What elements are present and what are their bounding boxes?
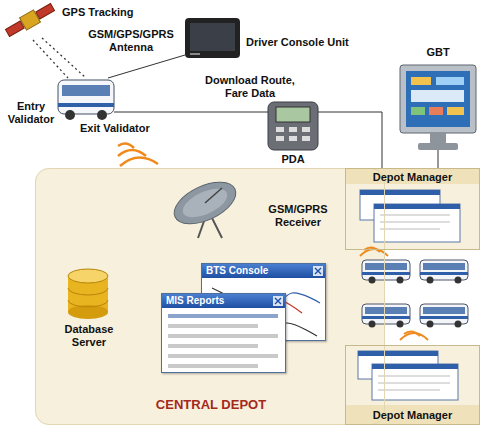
close-button (313, 266, 323, 276)
title-bar: MIS Reports (162, 294, 285, 308)
gbt-terminal-icon (400, 65, 476, 150)
depot-manager-box: Depot Manager (345, 168, 480, 250)
satellite-node: GPS Tracking (5, 2, 55, 40)
header-band (345, 168, 480, 184)
depot-manager-panel (345, 345, 480, 425)
depot-manager-panel (345, 168, 480, 250)
node-label: Driver Console Unit (246, 36, 349, 49)
connector (114, 112, 268, 113)
window-title: MIS Reports (166, 295, 224, 307)
fleet-buses (362, 260, 468, 328)
node-label: Database Server (54, 323, 124, 349)
bus-node: Entry ValidatorExit Validator (58, 78, 114, 120)
connector (33, 40, 68, 78)
signal-waves (360, 247, 428, 340)
antenna-label: GSM/GPS/GPRS Antenna (88, 28, 174, 54)
title-bar: BTS Console (202, 264, 325, 278)
database-node: Database Server (69, 269, 109, 319)
window-title: BTS Console (206, 265, 268, 277)
node-label: GPS Tracking (62, 6, 134, 19)
signal-line (42, 38, 86, 78)
signal-waves (118, 143, 158, 166)
close-button (273, 296, 283, 306)
node-label: Depot Manager (346, 409, 479, 422)
satellite-icon (4, 1, 56, 39)
console-node: Driver Console Unit (185, 18, 240, 58)
receiver-node: GSM/GPRS Receiver (171, 179, 251, 241)
database-icon (68, 269, 108, 319)
node-label: GBT (400, 46, 476, 59)
console-icon (185, 18, 240, 58)
app-window: MIS Reports (161, 293, 286, 373)
connector (318, 112, 382, 168)
node-label: Exit Validator (80, 122, 150, 135)
gbt-node: GBT (400, 65, 476, 150)
bus-icon (58, 80, 114, 120)
node-label: PDA (268, 153, 318, 166)
depot-manager-box: Depot Manager (345, 345, 480, 425)
depot-region (35, 168, 385, 425)
pda-icon (268, 102, 318, 150)
mini-windows (360, 190, 460, 242)
node-label: Entry Validator (4, 100, 58, 126)
connector (438, 150, 439, 168)
dish-icon (168, 174, 242, 238)
depot-region: CENTRAL DEPOT GSM/GPRS ReceiverDatabase S… (35, 168, 385, 425)
header-band (345, 405, 480, 425)
mini-windows (358, 351, 458, 400)
connector (108, 55, 185, 78)
report-view (162, 308, 285, 372)
data-flow-label: Download Route, Fare Data (200, 74, 300, 100)
pda-node: PDA (268, 102, 318, 150)
node-label: GSM/GPRS Receiver (257, 203, 339, 229)
node-label: Depot Manager (346, 171, 479, 184)
node-label: CENTRAL DEPOT (121, 397, 301, 413)
